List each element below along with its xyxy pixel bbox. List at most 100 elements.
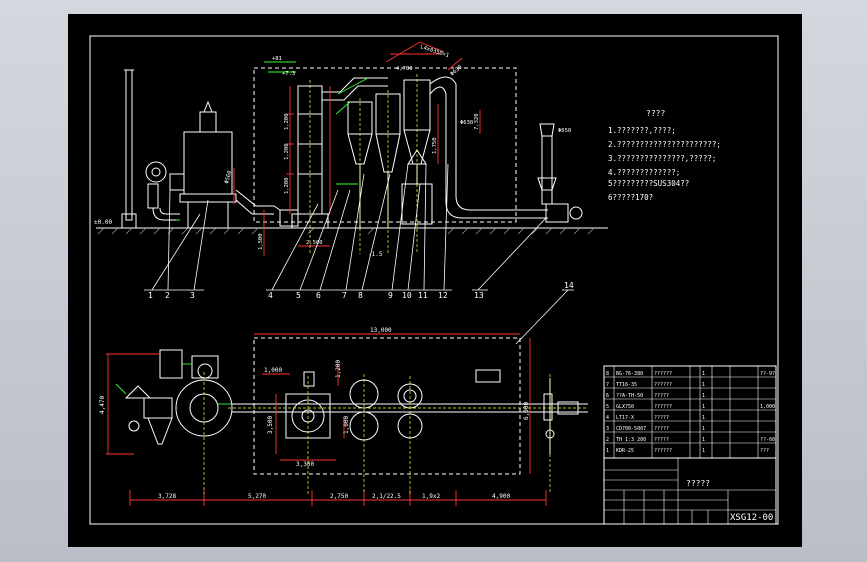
plan-v2: 6,000 [523,402,530,420]
height-1200-a: 1,200 [284,113,290,130]
svg-text:LT17-X: LT17-X [616,415,634,421]
note-5: 5?????????SUS304?? [608,179,689,188]
svg-text:1: 1 [702,426,705,432]
note-2: 2.??????????????????????; [608,140,721,149]
svg-text:??????: ?????? [654,382,672,388]
center-lines [309,74,418,254]
dia-650: Φ650 [558,128,571,134]
plan-overall: 13,000 [370,327,392,334]
plan-v4: 3,500 [267,416,274,434]
svg-text:1: 1 [702,393,705,399]
svg-text:1: 1 [702,437,705,443]
technical-notes: ???? 1.???????,????; 2.?????????????????… [608,109,721,202]
plan-s2: 1,200 [335,360,342,378]
note-4: 4.?????????????; [608,168,680,177]
exhaust-fan [545,203,569,223]
note-1: 1.???????,????; [608,126,676,135]
callout-leaders [144,163,574,345]
width-4780: 4,780 [396,66,413,72]
height-1500: 1,500 [258,233,264,250]
note-3: 3.???????????????,?????; [608,154,716,163]
notes-title: ???? [646,109,665,118]
return-duct [429,76,548,211]
ground-hatch [97,227,595,235]
svg-text:GLX750: GLX750 [616,404,634,410]
part-2: 2 [165,291,170,300]
svg-text:1: 1 [702,404,705,410]
width-2500: 2,500 [306,240,323,246]
svg-text:?????: ????? [654,415,669,421]
plan-enclosure [253,337,521,475]
title-block: ????? XSG12-00 [603,457,777,525]
svg-text:??A-TH-50: ??A-TH-50 [616,393,643,399]
level-zero: ±0.00 [94,219,112,226]
plan-v3: 3,300 [296,461,314,468]
part-11: 11 [418,291,428,300]
plan-d4: 2,1/22.5 [372,493,401,500]
part-4: 4 [268,291,273,300]
duct-label: L4x0350×1 [419,44,449,59]
elevation-dim-lines [233,41,481,256]
plan-v1: 4,470 [99,396,106,414]
svg-text:1: 1 [606,448,609,454]
plan-dim-lines [106,333,547,506]
svg-text:??????: ?????? [654,404,672,410]
dia-560: Φ560 [224,170,233,184]
plan-d5: 1,9x2 [422,493,440,500]
cyclone-2 [375,93,401,135]
part-9: 9 [388,291,393,300]
plan-d6: 4,900 [492,493,510,500]
plan-view: 13,000 3,728 5,270 2,750 2,1/22.5 1,9x2 … [99,327,588,506]
part-numbers: 1 2 3 4 5 6 7 8 9 10 11 12 13 14 [148,281,574,300]
blower-1 [145,161,167,183]
part-7: 7 [342,291,347,300]
height-1200-b: 1,200 [284,143,290,160]
note-6: 6?????170? [608,193,653,202]
part-12: 12 [438,291,448,300]
plan-d3: 2,750 [330,493,348,500]
plan-s1: 1,000 [264,367,282,374]
part-5: 5 [296,291,301,300]
dia-630-b: Φ630 [460,120,473,126]
inner-frame [89,35,779,525]
svg-text:?????: ????? [654,426,669,432]
elevation-view: ±0.00 -1.5 +81 +7.3 L4x0350×1 Φ630 Φ630 … [94,41,608,258]
drawing-canvas[interactable]: ±0.00 -1.5 +81 +7.3 L4x0350×1 Φ630 Φ630 … [68,14,802,547]
right-chimney [541,135,553,205]
left-chimney [125,69,133,221]
svg-text:?????: ????? [654,393,669,399]
title-text: ????? [686,479,710,488]
bom-table: 8 BG-76-380 ?????? 1 ??-9? 7 TT16-35 ???… [603,365,777,459]
svg-text:5: 5 [606,404,609,410]
svg-text:??-9?: ??-9? [760,371,775,377]
svg-text:7: 7 [606,382,609,388]
part-6: 6 [316,291,321,300]
svg-text:2: 2 [606,437,609,443]
part-13: 13 [474,291,484,300]
svg-text:4: 4 [606,415,609,421]
top-elevation: +81 [272,56,282,62]
plan-fan [543,393,553,421]
height-7320: 7,320 [474,113,480,130]
svg-text:??????: ?????? [654,371,672,377]
svg-text:1,000: 1,000 [760,404,775,410]
part-3: 3 [190,291,195,300]
svg-text:??-60: ??-60 [760,437,775,443]
svg-text:1: 1 [702,448,705,454]
part-10: 10 [402,291,412,300]
enclosure-outline [253,67,517,223]
part-8: 8 [358,291,363,300]
plan-blower [159,349,183,379]
svg-text:3: 3 [606,426,609,432]
svg-text:1: 1 [702,415,705,421]
part-14: 14 [564,281,574,290]
drawing-sheet[interactable]: ±0.00 -1.5 +81 +7.3 L4x0350×1 Φ630 Φ630 … [68,14,802,547]
elevation-green-dims [176,61,369,221]
svg-text:CD700-5007: CD700-5007 [616,426,646,432]
mid-elevation: +7.3 [282,71,295,77]
level-minus: -1.5 [368,251,383,258]
height-1200-c: 1,200 [284,177,290,194]
svg-text:KDR-25: KDR-25 [616,448,634,454]
svg-text:BG-76-380: BG-76-380 [616,371,643,377]
